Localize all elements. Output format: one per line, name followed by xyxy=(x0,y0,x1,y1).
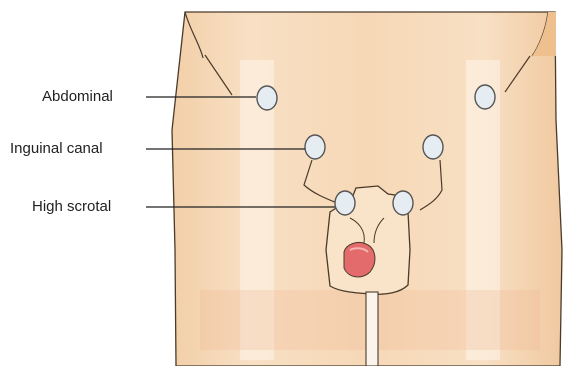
label-inguinal-canal: Inguinal canal xyxy=(10,140,103,158)
testis-position-marker xyxy=(335,191,355,215)
testis-position-marker xyxy=(423,135,443,159)
lower-stem xyxy=(366,292,378,366)
label-high-scrotal: High scrotal xyxy=(32,198,111,216)
testis-position-marker xyxy=(393,191,413,215)
testis-position-marker xyxy=(305,135,325,159)
testis-position-marker xyxy=(475,85,495,109)
label-abdominal: Abdominal xyxy=(42,88,113,106)
testis-position-marker xyxy=(257,86,277,110)
